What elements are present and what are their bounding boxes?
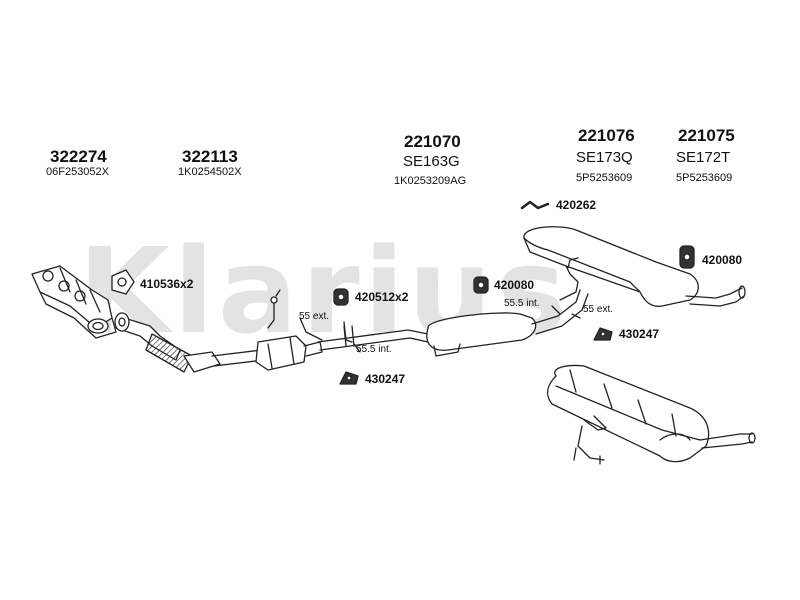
catalytic-converter xyxy=(211,289,323,371)
rubber-mount-label: 420512x2 xyxy=(355,290,409,304)
oem-number: 1K0253209AG xyxy=(394,175,467,187)
hanger-icon xyxy=(339,371,359,385)
intermediate-pipe xyxy=(317,321,429,351)
rear-silencer-lower xyxy=(546,364,756,465)
dimension-label: 55.5 int. xyxy=(504,298,540,309)
part-number: 221075 xyxy=(678,126,735,145)
dimension-label: 55.5 int. xyxy=(356,344,392,355)
clamp-icon xyxy=(520,200,550,210)
rubber-mount-icon xyxy=(333,288,349,306)
oem-number: 1K0254502X xyxy=(178,166,242,178)
part-code: SE173Q xyxy=(576,149,633,166)
rear-silencer xyxy=(523,226,746,307)
part-code: SE172T xyxy=(676,149,731,166)
part-number: 322274 xyxy=(50,147,107,166)
center-silencer xyxy=(426,265,589,357)
part-number: 221070 xyxy=(404,132,461,151)
oem-number: 5P5253609 xyxy=(576,172,633,184)
hanger-label: 430247 xyxy=(619,327,660,341)
hanger-icon xyxy=(593,327,613,341)
hanger-label: 430247 xyxy=(365,372,406,386)
clamp-label: 420262 xyxy=(556,198,597,212)
gasket-label: 410536x2 xyxy=(140,277,194,291)
dimension-label: 55 ext. xyxy=(583,304,614,315)
dimension-label: 55 ext. xyxy=(299,311,330,322)
part-number: 322113 xyxy=(182,147,238,166)
exhaust-manifold xyxy=(31,265,117,339)
part-number: 221076 xyxy=(578,126,635,145)
rubber-mount-label: 420080 xyxy=(702,253,743,267)
part-code: SE163G xyxy=(403,153,460,170)
oem-number: 06F253052X xyxy=(46,166,109,178)
oem-number: 5P5253609 xyxy=(676,172,733,184)
downpipe xyxy=(114,312,221,373)
rubber-mount-icon xyxy=(473,276,489,294)
rubber-mount-icon xyxy=(679,245,695,269)
rubber-mount-label: 420080 xyxy=(494,278,535,292)
gasket-icon xyxy=(111,269,135,295)
